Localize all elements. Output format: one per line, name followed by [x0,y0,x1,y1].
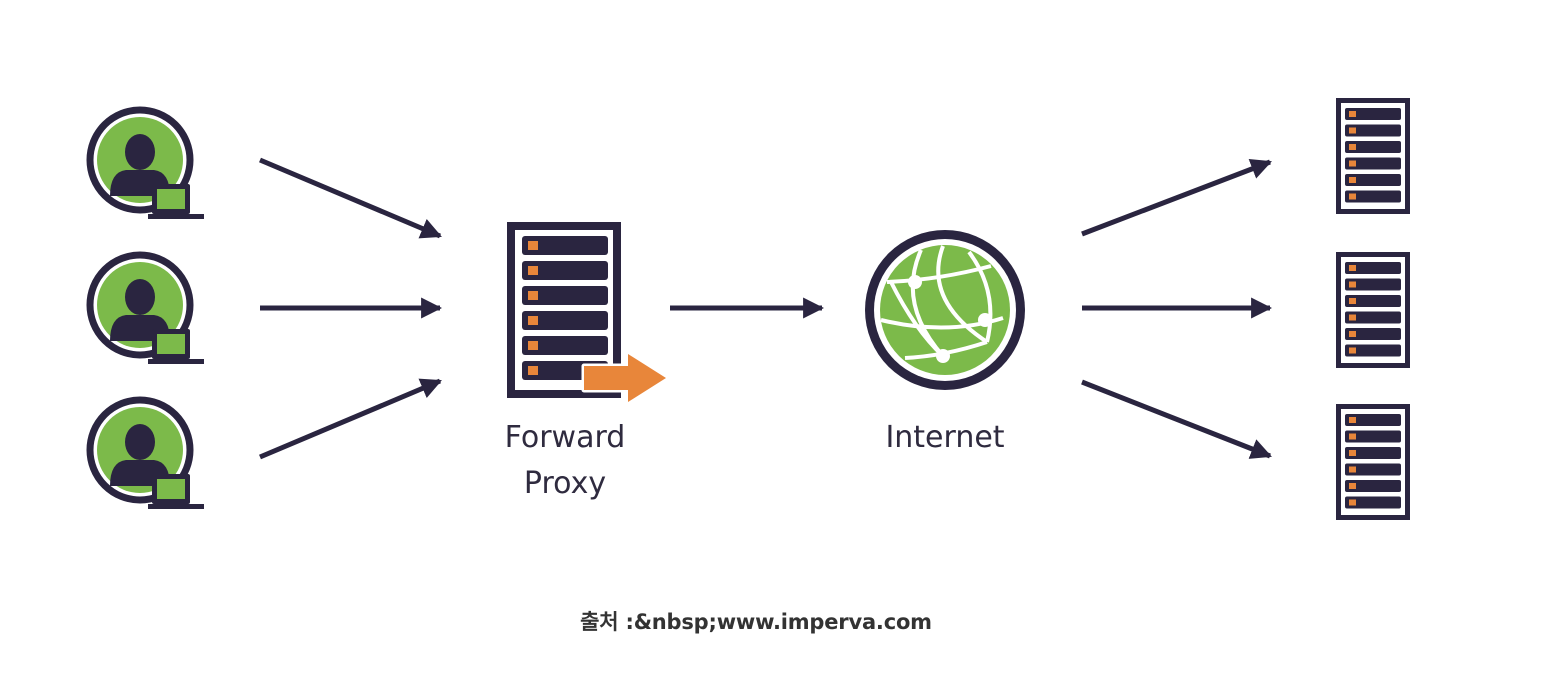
server-led [528,341,538,350]
server-slot [1345,157,1401,170]
server-led [1349,177,1356,183]
forward-proxy-label: Forward Proxy [470,415,660,507]
server-slot [522,286,608,305]
server-led [528,266,538,275]
server-slot [1345,141,1401,153]
server-slot [522,311,608,330]
server-led [528,366,538,375]
internet-label: Internet [885,420,1005,455]
server-slot [1345,496,1401,509]
server-led [1349,111,1356,117]
server-led [1349,331,1356,337]
user-laptop-icon [86,106,204,219]
server-led [1349,433,1356,440]
server-slot [1345,108,1401,120]
server-led [1349,347,1356,354]
server-led [1349,265,1356,271]
server-slot [1345,447,1401,459]
server-led [1349,483,1356,489]
server-led [1349,127,1356,134]
source-caption: 출처 :&nbsp;www.imperva.com [580,610,932,634]
arrow-internet-to-server-1 [1081,158,1272,237]
server-slot [1345,295,1401,307]
server-slot [522,261,608,280]
server-slot [1345,278,1401,291]
arrow-client-3-to-proxy [259,378,442,460]
server-led [1349,314,1356,321]
server-led [1349,450,1356,456]
server-slot [1345,311,1401,324]
server-icon [1336,404,1410,520]
forward-proxy-label-line1: Forward [504,420,626,455]
server-led [1349,144,1356,150]
server-led [1349,499,1356,506]
server-slot [1345,328,1401,340]
server-led [528,316,538,325]
server-slot [1345,480,1401,492]
arrow-internet-to-server-3 [1081,379,1272,459]
user-laptop-icon [86,251,204,364]
user-laptop-icon [86,396,204,509]
server-led [528,241,538,250]
forward-proxy-label-line2: Proxy [523,466,607,501]
server-led [1349,298,1356,304]
server-led [1349,160,1356,167]
arrow-right-icon [581,351,669,405]
server-slot [1345,414,1401,426]
server-led [1349,193,1356,200]
server-slot [1345,262,1401,274]
globe-icon [865,230,1025,390]
server-slot [1345,174,1401,186]
server-slot [1345,190,1401,203]
server-led [528,291,538,300]
server-slot [522,236,608,255]
server-slot [1345,344,1401,357]
arrow-client-1-to-proxy [259,157,442,239]
server-slot [522,336,608,355]
server-led [1349,281,1356,288]
server-led [1349,417,1356,423]
server-icon [1336,252,1410,368]
server-slot [1345,124,1401,137]
server-led [1349,466,1356,473]
server-slot [1345,463,1401,476]
server-icon [1336,98,1410,214]
server-slot [1345,430,1401,443]
